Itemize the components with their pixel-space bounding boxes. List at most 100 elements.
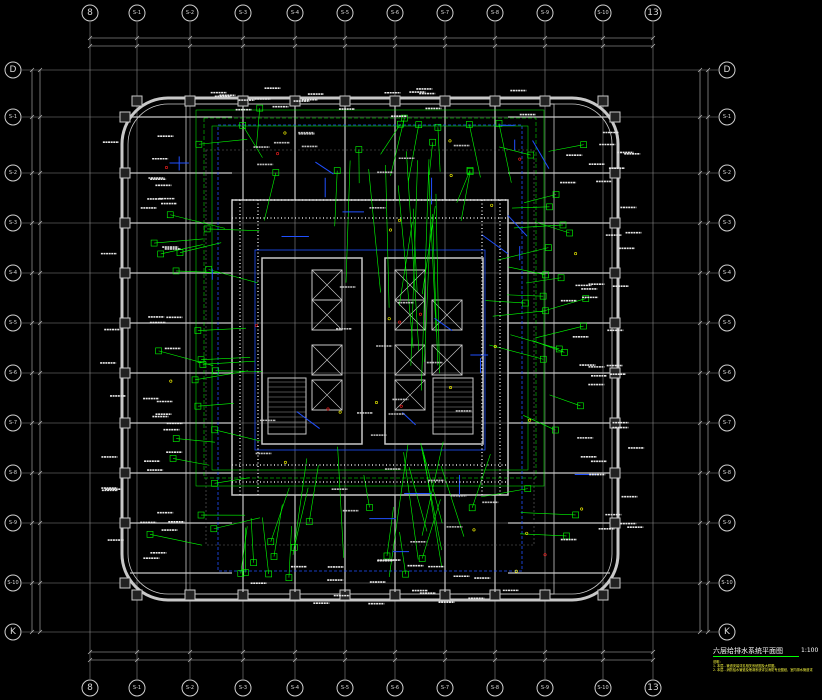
dimension-tick: [697, 220, 703, 226]
fixture: [237, 570, 245, 577]
pipe-network: [146, 104, 599, 581]
dimension-tick: [187, 657, 193, 663]
column: [119, 317, 131, 329]
valve-symbol: [374, 401, 378, 405]
pipe-line: [262, 517, 269, 574]
dimension-tick: [697, 270, 703, 276]
pipe-line: [273, 504, 283, 557]
pipe-line: [385, 164, 390, 308]
svg-text:S-4: S-4: [291, 685, 299, 691]
blue-core-outline: [254, 249, 486, 451]
svg-text:S-5: S-5: [9, 320, 17, 326]
dimension-tick: [650, 649, 656, 655]
valve-symbol: [326, 407, 330, 411]
grid-bubble-left: S-9: [4, 514, 22, 532]
dimension-tick: [542, 649, 548, 655]
svg-text:S-1: S-1: [723, 114, 731, 120]
dimension-tick: [292, 649, 298, 655]
svg-text:S-10: S-10: [597, 10, 608, 16]
column: [609, 367, 621, 379]
fixture: [272, 169, 280, 176]
svg-text:S-10: S-10: [721, 580, 732, 586]
blue-pipe: [507, 215, 528, 237]
elevator-shaft: [311, 344, 343, 376]
fixture: [195, 140, 203, 148]
elevator-cross: [311, 299, 343, 331]
pipe-line: [390, 118, 405, 176]
dimension-tick: [37, 470, 43, 476]
grid-bubble-bottom: 13: [644, 679, 662, 697]
pipe-line: [250, 518, 254, 563]
fixture: [524, 485, 532, 492]
pipe-line: [406, 151, 420, 352]
svg-text:S-7: S-7: [9, 420, 17, 426]
pipe-line: [213, 517, 261, 530]
dimension-tick: [37, 170, 43, 176]
grid-bubble-top: 13: [644, 4, 662, 22]
pipe-line: [288, 525, 292, 578]
dimension-tick: [29, 114, 35, 120]
pipe-line: [403, 452, 419, 560]
grid-bubble-top: S-3: [234, 4, 252, 22]
pipe-line: [480, 488, 528, 498]
svg-text:S-8: S-8: [491, 685, 499, 691]
fixture: [552, 426, 559, 434]
pipe-line: [207, 228, 260, 231]
dimension-tick: [37, 370, 43, 376]
dimension-tick: [697, 320, 703, 326]
dimension-tick: [697, 520, 703, 526]
fixture: [267, 538, 275, 545]
fixture: [580, 322, 587, 330]
svg-text:S-8: S-8: [491, 10, 499, 16]
fixture: [205, 266, 212, 273]
svg-text:S-9: S-9: [723, 520, 731, 526]
note-line: 1. 本层...管道安装详见相关系统图及大样图。: [713, 664, 778, 668]
pipe-line: [540, 298, 586, 313]
svg-text:S-8: S-8: [723, 470, 731, 476]
column: [339, 95, 351, 107]
valve-symbol: [493, 344, 497, 348]
grid-bubble-right: S-2: [718, 164, 736, 182]
fixture: [542, 271, 549, 279]
pipe-line: [534, 221, 570, 234]
fixture: [580, 141, 587, 148]
valve-symbol: [490, 203, 494, 207]
svg-text:S-6: S-6: [723, 370, 731, 376]
pipe-line: [508, 266, 546, 276]
fixture: [265, 570, 272, 578]
svg-text:S-5: S-5: [723, 320, 731, 326]
svg-text:D: D: [724, 65, 731, 75]
svg-text:S-10: S-10: [7, 580, 18, 586]
pipe-line: [510, 334, 560, 350]
dimension-tick: [492, 43, 498, 49]
pipe-line: [334, 170, 338, 227]
fixture: [191, 376, 199, 384]
dimension-tick: [705, 170, 711, 176]
svg-text:S-5: S-5: [341, 10, 349, 16]
svg-text:S-1: S-1: [9, 114, 17, 120]
pipe-line: [172, 458, 210, 466]
fixture: [555, 345, 563, 353]
fixture: [566, 229, 573, 237]
column: [184, 589, 196, 601]
corridor-line: [205, 149, 535, 546]
dimension-tick: [29, 420, 35, 426]
svg-text:S-3: S-3: [239, 10, 247, 16]
dimension-tick: [37, 270, 43, 276]
column: [119, 467, 131, 479]
dimension-tick: [697, 580, 703, 586]
column: [184, 95, 196, 107]
pipe-line: [398, 221, 413, 306]
dimension-tick: [87, 649, 93, 655]
grid-bubble-right: S-5: [718, 314, 736, 332]
grid-bubble-left: S-2: [4, 164, 22, 182]
dimension-tick: [37, 220, 43, 226]
pipe-loop: [211, 125, 529, 471]
grid-bubbles-right: D S-1 S-2 S-3 S-4 S-5 S-6 S-7 S-8 S-9 S-…: [718, 61, 736, 641]
pipe-line: [388, 444, 409, 577]
pipe-line: [160, 244, 203, 255]
grid-bubble-bottom: S-2: [181, 679, 199, 697]
pipe-line: [525, 277, 562, 284]
note-line: 2. 本层...消防给水管道及喷淋系统详见消防专业图纸，室内排水管道详见...: [713, 668, 813, 672]
blue-dashed-outline: [217, 124, 523, 572]
